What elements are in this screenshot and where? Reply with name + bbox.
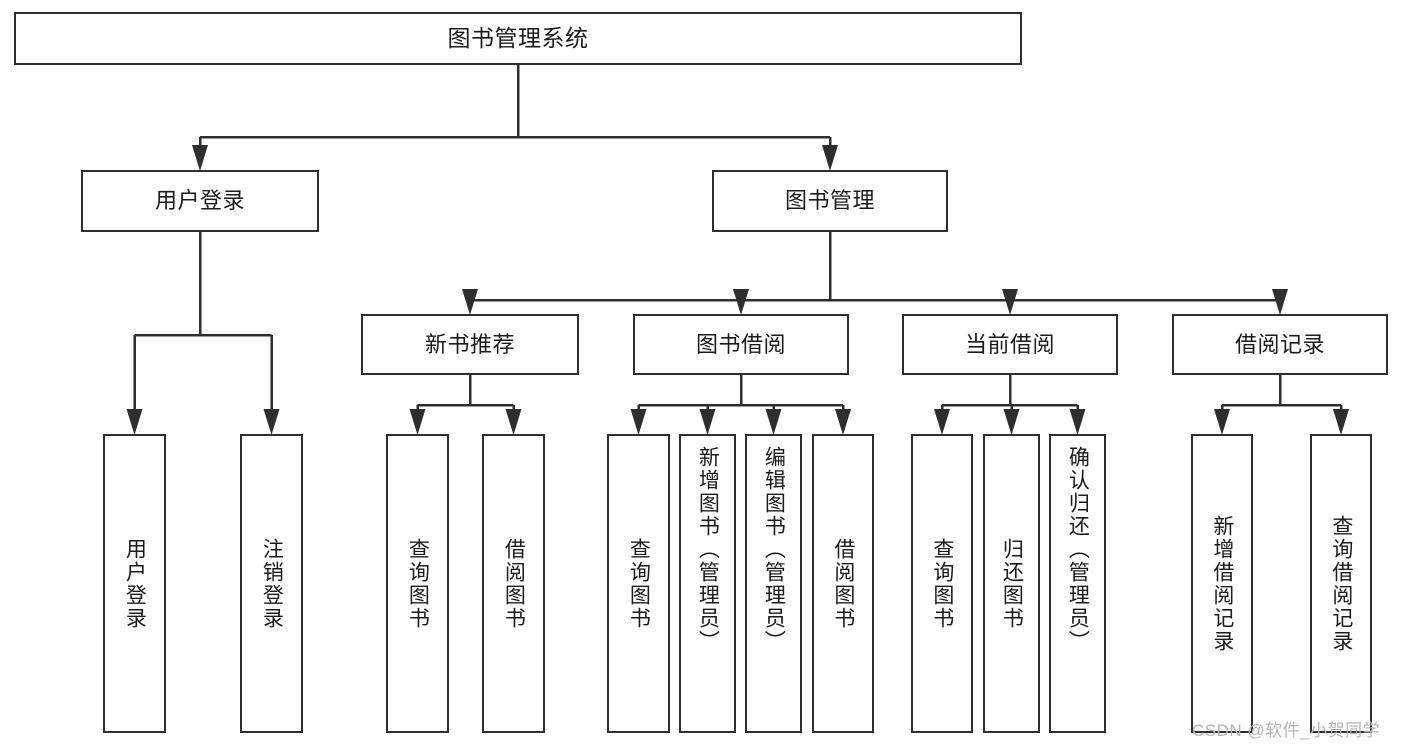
node-login[interactable]: 用户登录 <box>81 170 319 232</box>
node-label-root: 图书管理系统 <box>447 25 589 52</box>
node-current[interactable]: 当前借阅 <box>902 314 1118 375</box>
node-label-leaf-new-1: 查询图书 <box>406 537 430 630</box>
node-label-current: 当前借阅 <box>964 331 1055 357</box>
node-leaf-borrow-4[interactable]: 借阅图书 <box>812 434 874 733</box>
node-records[interactable]: 借阅记录 <box>1172 314 1388 375</box>
node-label-leaf-borrow-3: 编辑图书（管理员） <box>762 446 786 653</box>
node-label-leaf-cur-1: 查询图书 <box>930 537 954 630</box>
node-leaf-rec-1[interactable]: 新增借阅记录 <box>1191 434 1253 733</box>
node-leaf-login-1[interactable]: 用户登录 <box>103 434 166 733</box>
csdn-watermark: CSDN @软件_小贺同学 <box>1192 721 1381 740</box>
node-label-leaf-borrow-1: 查询图书 <box>627 537 651 630</box>
node-label-login: 用户登录 <box>154 188 245 214</box>
node-label-leaf-cur-2: 归还图书 <box>1000 537 1024 630</box>
node-leaf-borrow-2[interactable]: 新增图书（管理员） <box>679 434 736 733</box>
node-label-leaf-rec-1: 新增借阅记录 <box>1210 514 1234 653</box>
node-leaf-login-2[interactable]: 注销登录 <box>240 434 303 733</box>
node-label-leaf-rec-2: 查询借阅记录 <box>1329 514 1353 653</box>
node-label-leaf-cur-3: 确认归还（管理员） <box>1066 446 1090 653</box>
node-label-leaf-new-2: 借阅图书 <box>502 537 526 630</box>
node-leaf-new-1[interactable]: 查询图书 <box>386 434 449 733</box>
node-root[interactable]: 图书管理系统 <box>14 12 1022 65</box>
node-leaf-cur-2[interactable]: 归还图书 <box>983 434 1040 733</box>
node-leaf-cur-1[interactable]: 查询图书 <box>911 434 973 733</box>
node-leaf-rec-2[interactable]: 查询借阅记录 <box>1310 434 1372 733</box>
node-label-bookmgmt: 图书管理 <box>784 188 875 214</box>
node-bookmgmt[interactable]: 图书管理 <box>712 170 948 232</box>
node-label-records: 借阅记录 <box>1234 331 1325 357</box>
node-label-newbook: 新书推荐 <box>424 331 515 357</box>
node-borrow[interactable]: 图书借阅 <box>633 314 849 375</box>
node-leaf-borrow-1[interactable]: 查询图书 <box>607 434 670 733</box>
node-label-leaf-login-1: 用户登录 <box>123 537 147 630</box>
node-label-borrow: 图书借阅 <box>695 331 786 357</box>
node-leaf-new-2[interactable]: 借阅图书 <box>482 434 545 733</box>
node-label-leaf-borrow-4: 借阅图书 <box>831 537 855 630</box>
node-label-leaf-borrow-2: 新增图书（管理员） <box>696 446 720 653</box>
node-leaf-borrow-3[interactable]: 编辑图书（管理员） <box>745 434 802 733</box>
node-newbook[interactable]: 新书推荐 <box>361 314 579 375</box>
node-leaf-cur-3[interactable]: 确认归还（管理员） <box>1049 434 1106 733</box>
node-label-leaf-login-2: 注销登录 <box>260 537 284 630</box>
